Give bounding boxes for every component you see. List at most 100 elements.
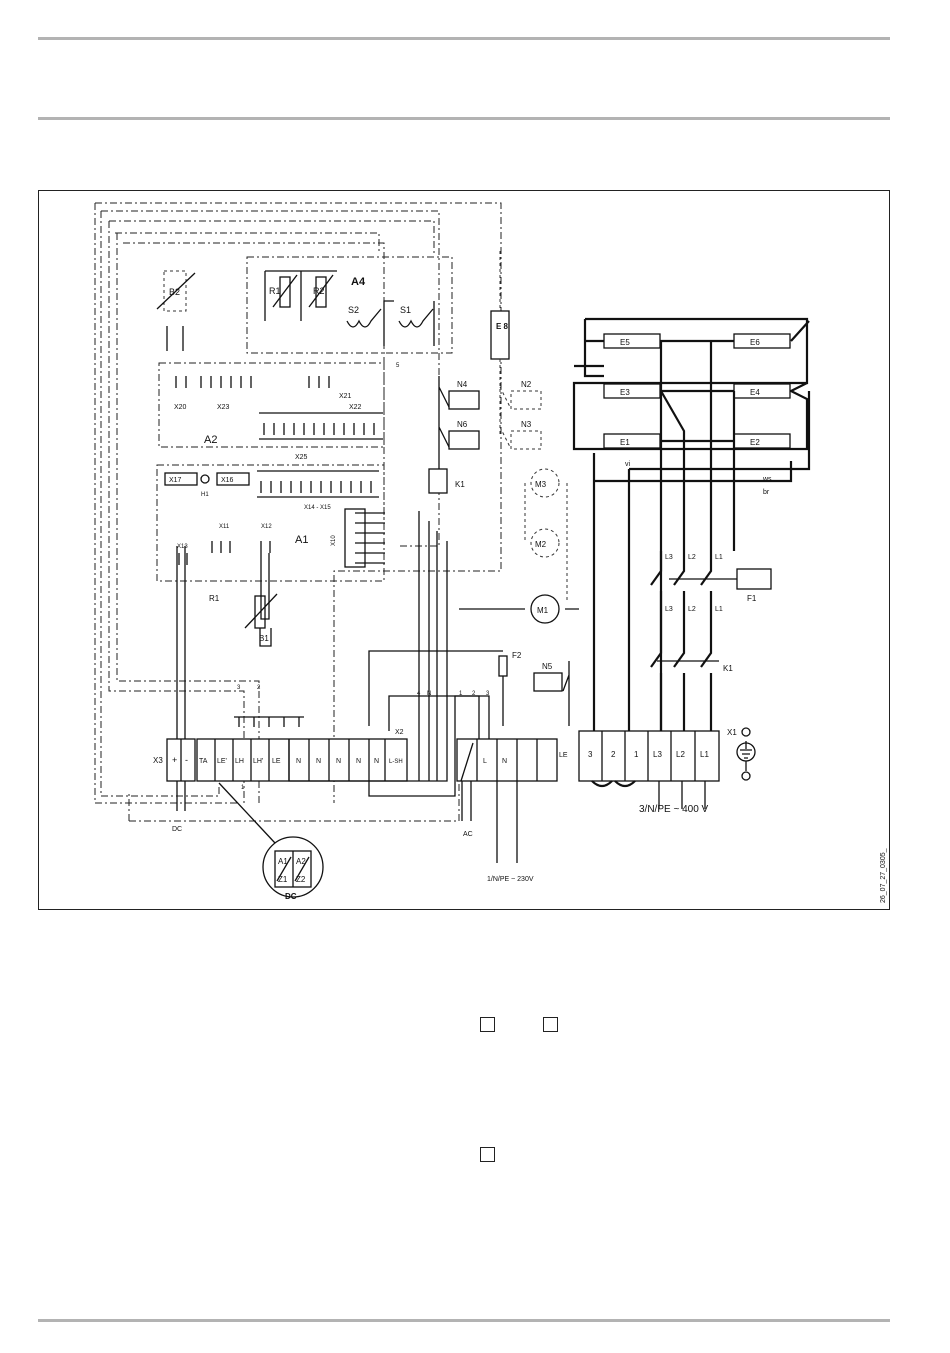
x2-term-n3: N: [336, 758, 341, 765]
detail-z2: Z2: [296, 875, 306, 884]
x1-ground: X1: [727, 727, 756, 781]
x20-label: X20: [174, 404, 187, 411]
k1-contactor: K1: [650, 631, 733, 731]
b1-sensor: B1: [244, 553, 278, 647]
x1-term-l2: L2: [676, 750, 685, 759]
terminal-strip: + - X3 DC TA LE' LH LH' LE N N N N N L-S…: [153, 546, 720, 838]
detail-a1: A1: [278, 857, 288, 866]
wire-no-3: 3: [237, 685, 241, 691]
wire-no-3b: 3: [486, 691, 490, 697]
s1-s2-switches: S2 S1: [346, 300, 435, 346]
wiring-diagram-svg: .w { stroke:#111; stroke-width:2.2; fill…: [94, 202, 887, 903]
f1-label: F1: [747, 594, 757, 603]
heater-e1-label: E1: [620, 438, 630, 447]
x10-label: X10: [331, 535, 337, 546]
checkbox-3: [480, 1147, 495, 1162]
r2-label-a4: R2: [313, 286, 325, 296]
x1-term-1: 1: [634, 750, 639, 759]
x22-label: X22: [349, 404, 362, 411]
wire-ws-label: ws: [762, 476, 772, 483]
f1-out-l3: L3: [665, 606, 673, 613]
s1-label: S1: [400, 305, 411, 315]
a1-x10-connector: X10: [331, 508, 385, 568]
x22-connector-row: [259, 412, 383, 440]
dc-detail-callout: A1 A2 Z1 Z2 DC: [218, 782, 324, 901]
n5-label: N5: [542, 662, 553, 671]
f1-out-l2: L2: [688, 606, 696, 613]
x14-x15-label: X14 - X15: [304, 505, 331, 511]
x2b-term-le: LE: [559, 752, 568, 759]
f1-out-l1: L1: [715, 606, 723, 613]
wire-vi-label: vi: [625, 461, 631, 468]
r1-label-a1: R1: [209, 594, 220, 603]
a2-board-outline: [158, 362, 385, 448]
n-controllers: N4 N6 N2 N3: [438, 376, 542, 471]
x2-term-n2: N: [316, 758, 321, 765]
x2-term-le1: LE': [217, 758, 227, 765]
x17-label: X17: [169, 477, 182, 484]
m3-label: M3: [535, 480, 547, 489]
wire-no-5: 5: [396, 363, 400, 369]
supply-control-label: 1/N/PE ~ 230V: [487, 876, 534, 883]
x2b-term-l: L: [483, 758, 487, 765]
x16-label: X16: [221, 477, 234, 484]
wire-br-label: br: [763, 489, 770, 496]
dc-label: DC: [172, 826, 182, 833]
x2-term-ta: TA: [199, 758, 208, 765]
r1-r2-sensors: R1 R2 A4: [264, 270, 366, 321]
x12-label: X12: [261, 524, 272, 530]
detail-dc-label: DC: [285, 892, 297, 901]
m1-label: M1: [537, 606, 549, 615]
supply-main-label: 3/N/PE ~ 400 V: [639, 804, 709, 815]
wire-no-n: N: [427, 691, 431, 697]
motors: M3 M2 M1: [459, 468, 579, 624]
n2-label: N2: [521, 380, 532, 389]
top-rule: [38, 37, 890, 40]
x2-label: X2: [395, 729, 404, 736]
ac-label: AC: [463, 831, 473, 838]
n6-label: N6: [457, 420, 468, 429]
heater-e2-label: E2: [750, 438, 760, 447]
n4-label: N4: [457, 380, 468, 389]
wire-no-1: 1: [241, 785, 245, 791]
h1-label: H1: [201, 492, 209, 498]
dc-plus: +: [172, 755, 177, 765]
n5-controller: N5: [533, 661, 570, 726]
x23-label: X23: [217, 404, 230, 411]
m2-label: M2: [535, 540, 547, 549]
cable-routes: [94, 202, 502, 822]
f1-phase-l1: L1: [715, 554, 723, 561]
a2-label: A2: [204, 434, 217, 446]
x21-label: X21: [339, 393, 352, 400]
b1-label: B1: [259, 634, 269, 643]
heater-e5-label: E5: [620, 338, 630, 347]
x2-term-n4: N: [356, 758, 361, 765]
detail-a2: A2: [296, 857, 306, 866]
x2-term-lh: LH: [235, 758, 244, 765]
f1-phase-l2: L2: [688, 554, 696, 561]
wire-no-1b: 1: [459, 691, 463, 697]
wire-no-4: 4: [417, 691, 421, 697]
detail-z1: Z1: [278, 875, 288, 884]
checkbox-1: [480, 1017, 495, 1032]
wire-no-2b: 2: [472, 691, 476, 697]
dc-minus: -: [185, 755, 188, 765]
s2-label: S2: [348, 305, 359, 315]
checkbox-2: [543, 1017, 558, 1032]
f2-label: F2: [512, 651, 522, 660]
x2-term-lh1: LH': [253, 758, 263, 765]
x1-term-3: 3: [588, 750, 593, 759]
x1-label: X1: [727, 728, 737, 737]
x2-term-n5: N: [374, 758, 379, 765]
drawing-code: 26_07_27_0305_: [880, 848, 887, 903]
x11-x12-x13-connectors: X13 X11 X12 R1: [177, 524, 272, 603]
x3-label: X3: [153, 756, 163, 765]
k1-contact-label: K1: [723, 664, 733, 673]
e8-label: E 8: [496, 322, 509, 331]
b2-sensor: B2: [156, 270, 196, 351]
heater-e3-label: E3: [620, 388, 630, 397]
a4-label: A4: [351, 276, 366, 288]
header-rule: [38, 117, 890, 120]
b2-label: B2: [169, 287, 180, 297]
x2-term-le: LE: [272, 758, 281, 765]
